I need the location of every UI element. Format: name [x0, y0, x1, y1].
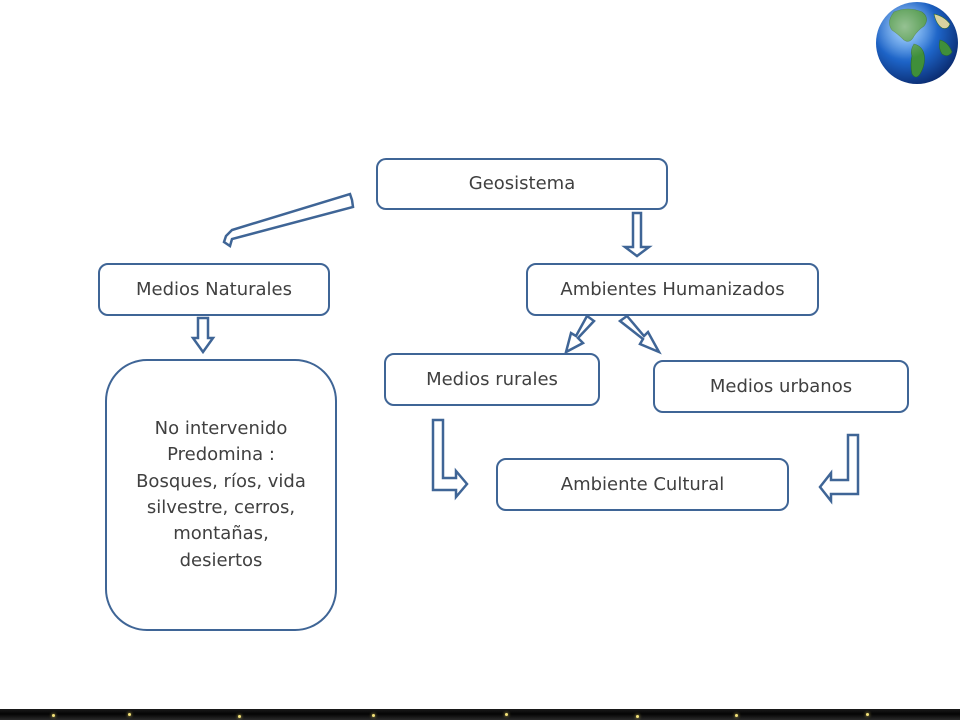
arrow-natural-to-detail: [190, 316, 216, 355]
node-geosistema: Geosistema: [376, 158, 668, 210]
star: [866, 713, 869, 716]
node-medios-naturales: Medios Naturales: [98, 263, 330, 316]
star: [52, 714, 55, 717]
detail-line-5: montañas,: [173, 523, 269, 545]
globe-icon: [876, 2, 958, 84]
node-no-intervenido: No intervenido Predomina : Bosques, ríos…: [105, 359, 337, 631]
node-medios-urbanos: Medios urbanos: [653, 360, 909, 413]
arrow-root-to-humanized: [621, 211, 653, 258]
arrow-humanized-to-rural: [564, 314, 596, 355]
detail-line-6: desiertos: [179, 549, 263, 571]
star: [238, 715, 241, 718]
star: [372, 714, 375, 717]
detail-line-1: No intervenido: [154, 417, 288, 439]
node-medios-rurales: Medios rurales: [384, 353, 600, 406]
detail-line-2: Predomina :: [167, 444, 275, 466]
footer-starfield-band: [0, 709, 960, 720]
star: [128, 713, 131, 716]
node-ambientes-humanizados: Ambientes Humanizados: [526, 263, 819, 316]
detail-line-4: silvestre, cerros,: [146, 497, 296, 518]
star: [636, 715, 639, 718]
arrow-root-to-natural: [222, 192, 355, 248]
detail-line-3: Bosques, ríos, vida: [136, 470, 306, 492]
arrow-rural-to-cultural: [431, 418, 469, 501]
star: [505, 713, 508, 716]
node-ambiente-cultural: Ambiente Cultural: [496, 458, 789, 511]
star: [735, 714, 738, 717]
arrow-humanized-to-urban: [617, 314, 662, 355]
arrow-urban-to-cultural: [818, 433, 860, 505]
